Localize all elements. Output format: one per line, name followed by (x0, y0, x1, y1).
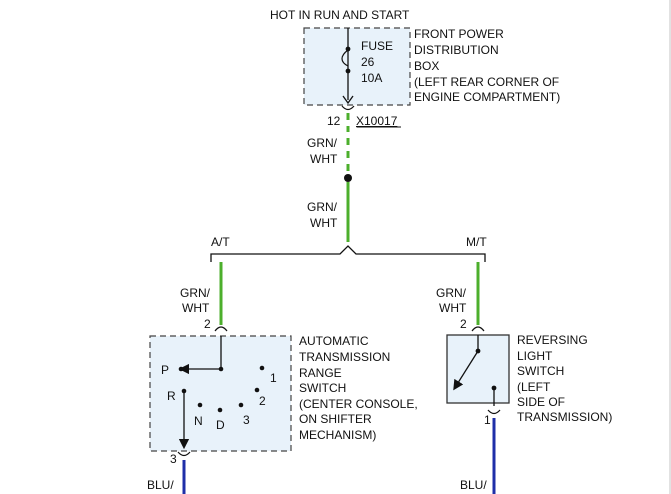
fuse-rating: 10A (361, 71, 382, 85)
rls-name-6: TRANSMISSION) (517, 410, 612, 424)
rls-name-2: LIGHT (517, 349, 553, 363)
fuse-number: 26 (361, 55, 375, 69)
fuse-box-name-2: DISTRIBUTION (414, 43, 499, 57)
fuse-box-name-1: FRONT POWER (414, 27, 504, 41)
option-bracket (210, 245, 486, 262)
wire-color-top-1: GRN/ (307, 136, 338, 150)
wire-color-right-1: GRN/ (436, 286, 467, 300)
trs-name-1: AUTOMATIC (299, 334, 369, 348)
right-pin-out: 1 (484, 413, 491, 427)
splice-point (344, 174, 352, 182)
rls-name-1: REVERSING (517, 333, 588, 347)
supply-label: HOT IN RUN AND START (270, 8, 410, 22)
rls-name-4: (LEFT (517, 380, 551, 394)
wire-color-left-2: WHT (182, 301, 210, 315)
wire-color-right-2: WHT (439, 301, 467, 315)
fuse-box-name-3: BOX (414, 59, 439, 73)
left-pin-in: 2 (204, 317, 211, 331)
position-p: P (161, 363, 169, 377)
wire-color-mid-2: WHT (310, 216, 338, 230)
left-pin-out: 3 (170, 452, 177, 466)
position-3: 3 (243, 413, 250, 427)
page-edge (669, 0, 671, 494)
fuse-label: FUSE (361, 39, 393, 53)
trs-name-2: TRANSMISSION (299, 350, 390, 364)
fuse-box-name-4: (LEFT REAR CORNER OF (414, 75, 559, 89)
fuse-box-name-5: ENGINE COMPARTMENT) (414, 90, 560, 104)
rls-name-3: SWITCH (517, 364, 564, 378)
wire-color-mid-1: GRN/ (307, 200, 338, 214)
option-label-at: A/T (211, 235, 230, 249)
fuse-pin-number: 12 (327, 114, 341, 128)
trs-name-7: MECHANISM) (299, 428, 376, 442)
wire-color-top-2: WHT (310, 152, 338, 166)
trs-name-6: ON SHIFTER (299, 412, 372, 426)
connector-id: X10017 (356, 114, 398, 128)
trs-name-5: (CENTER CONSOLE, (299, 397, 418, 411)
position-1: 1 (270, 371, 277, 385)
position-2: 2 (259, 394, 266, 408)
transmission-range-switch (149, 335, 292, 452)
wire-color-left-out: BLU/ (147, 478, 174, 492)
wire-color-right-out: BLU/ (460, 478, 487, 492)
position-r: R (167, 389, 176, 403)
right-pin-in: 2 (460, 317, 467, 331)
wire-color-left-1: GRN/ (180, 286, 211, 300)
fuse-box: FUSE 26 10A (303, 27, 411, 111)
trs-name-3: RANGE (299, 366, 342, 380)
position-n: N (194, 414, 203, 428)
option-label-mt: M/T (466, 235, 487, 249)
position-d: D (216, 418, 225, 432)
rls-name-5: SIDE OF (517, 395, 565, 409)
trs-name-4: SWITCH (299, 381, 346, 395)
reversing-light-switch (446, 334, 510, 406)
